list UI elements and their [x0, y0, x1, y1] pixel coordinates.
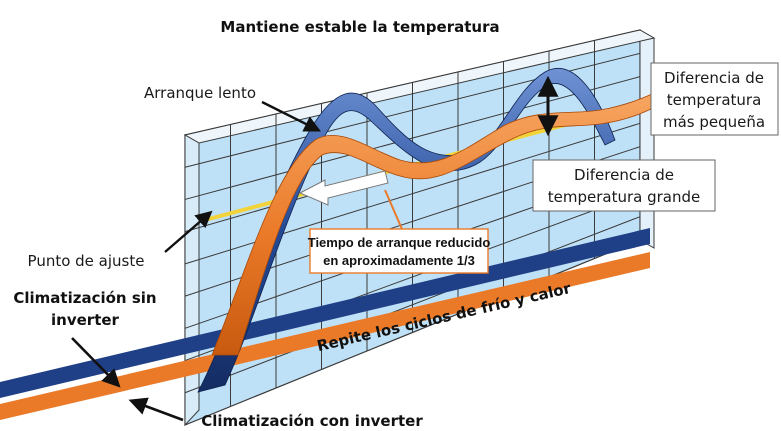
grid-horizontal-line	[184, 216, 641, 394]
label-setpoint: Punto de ajuste	[28, 252, 145, 270]
diagram-title: Mantiene estable la temperatura	[220, 18, 499, 36]
label-non-inverter-2: inverter	[51, 311, 120, 329]
reduced-start-line-2: en aproximadamente 1/3	[323, 253, 475, 268]
label-slow-start: Arranque lento	[144, 84, 256, 102]
small-diff-line-3: más pequeña	[663, 113, 765, 131]
pointer-non-inverter	[71, 337, 121, 388]
large-diff-line-2: temperatura grande	[548, 188, 700, 206]
label-inverter: Climatización con inverter	[201, 412, 423, 430]
large-diff-box: Diferencia de temperatura grande	[532, 159, 716, 212]
reduced-start-box: Tiempo de arranque reducido en aproximad…	[308, 228, 491, 274]
small-diff-line-2: temperatura	[667, 91, 762, 109]
left-arrow-icon	[298, 170, 389, 206]
grid-horizontal-line	[184, 76, 641, 200]
small-diff-box: Diferencia de temperatura más pequeña	[650, 62, 779, 136]
label-non-inverter-1: Climatización sin	[13, 289, 156, 307]
reduced-start-line-1: Tiempo de arranque reducido	[308, 235, 491, 250]
pointer-setpoint	[164, 210, 213, 253]
inverter-band	[0, 252, 650, 420]
small-diff-line-1: Diferencia de	[664, 69, 764, 87]
pointer-slow-start	[261, 100, 322, 132]
large-diff-line-1: Diferencia de	[574, 166, 674, 184]
pointer-inverter	[128, 397, 184, 422]
non-inverter-ribbon	[197, 67, 616, 393]
